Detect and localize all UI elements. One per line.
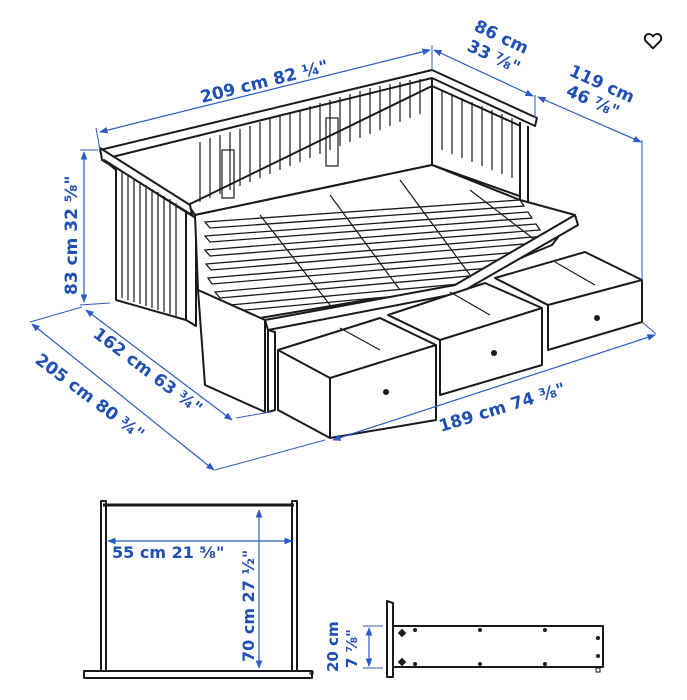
daybed-illustration (99, 69, 643, 439)
drawer-height-cm-label: 20 cm (324, 621, 342, 672)
favorite-button[interactable] (642, 30, 664, 52)
drawer-1 (277, 317, 437, 439)
drawer-height-in-label: 7 ⅞" (343, 629, 361, 668)
drawer-width-label: 55 cm 21 ⅝" (112, 543, 224, 562)
drawer-top-view: 55 cm 21 ⅝" 70 cm 27 ½" (83, 500, 313, 679)
left-arm-bars (121, 172, 177, 316)
drawer-depth-label: 70 cm 27 ½" (239, 550, 258, 662)
drawer-side-view: 20 cm 7 ⅞" (309, 600, 604, 678)
heart-outline-icon (643, 33, 663, 50)
height-label: 83 cm 32 ⅝" (62, 176, 82, 295)
bed-slats (203, 199, 550, 312)
